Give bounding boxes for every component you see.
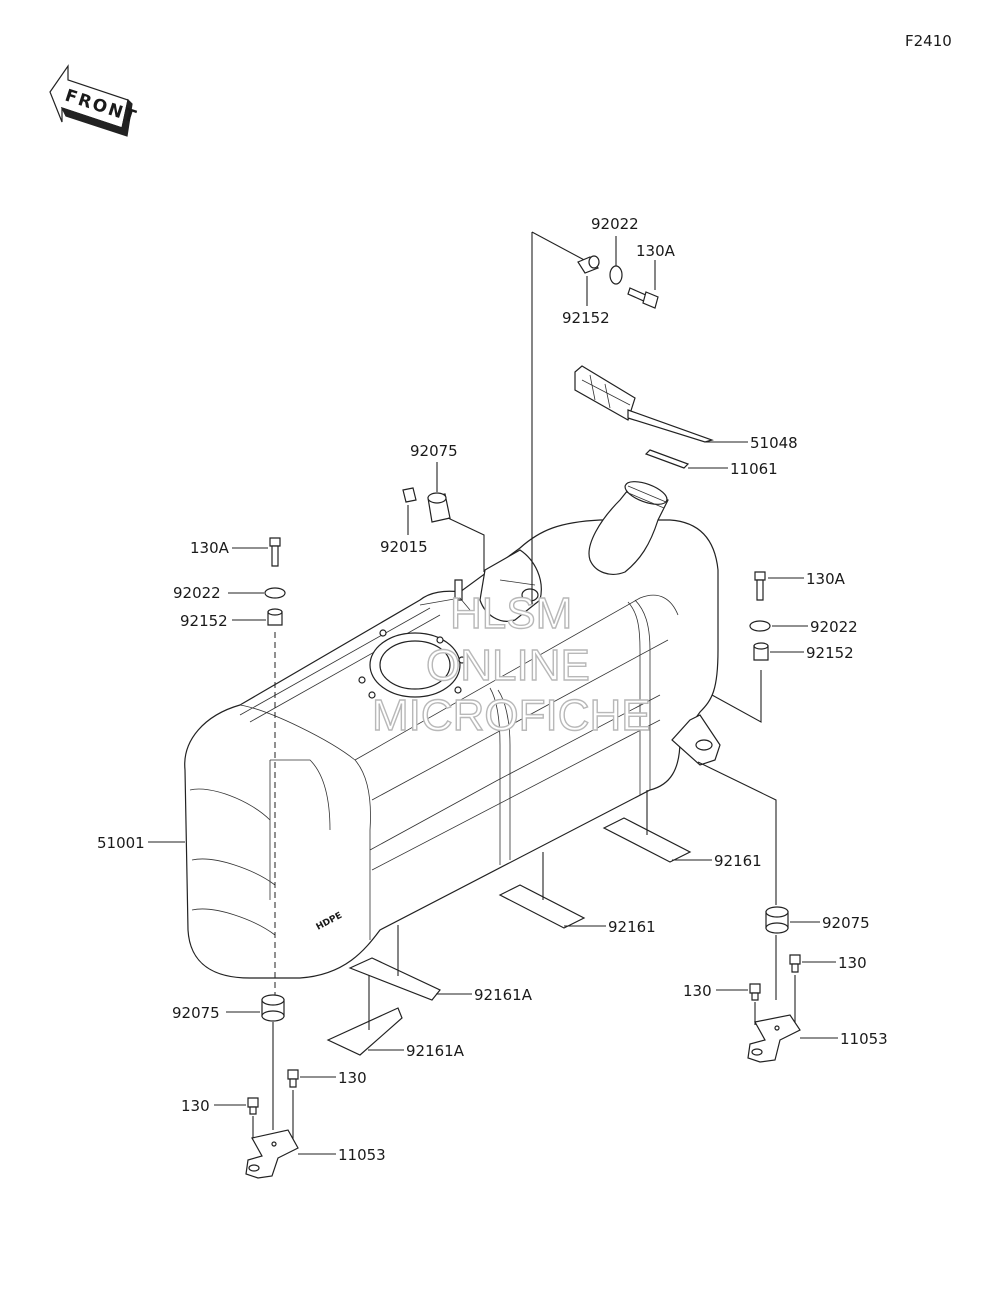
damper-92075-top: [427, 492, 451, 523]
pad-92161A-upper: [348, 957, 441, 1001]
watermark: HLSM ONLINE MICROFICHE: [371, 588, 651, 740]
bolt-130A-top: [627, 287, 659, 309]
bolt-130-right-b: [749, 983, 761, 1001]
label-92161-right: 92161: [714, 852, 762, 870]
label-92075-left: 92075: [172, 1004, 220, 1022]
washer-92022-left: [264, 587, 286, 599]
label-130A-top: 130A: [636, 242, 676, 260]
label-11061: 11061: [730, 460, 778, 478]
gasket-11061: [644, 449, 690, 469]
label-130-left-b: 130: [181, 1097, 210, 1115]
label-51001: 51001: [97, 834, 145, 852]
watermark-line-1: HLSM: [450, 589, 572, 638]
bolt-130-left-b: [247, 1097, 259, 1115]
washer-92022-top: [609, 265, 623, 285]
label-130-right-b: 130: [683, 982, 712, 1000]
gauge-cover-51048: [574, 365, 714, 443]
label-92022-left: 92022: [173, 584, 221, 602]
fuel-tank: HDPE: [184, 481, 721, 979]
front-arrow-icon: FRONT: [49, 64, 140, 137]
label-130A-left: 130A: [190, 539, 230, 557]
label-92075-top: 92075: [410, 442, 458, 460]
label-11053-left: 11053: [338, 1146, 386, 1164]
label-92161-mid: 92161: [608, 918, 656, 936]
nut-92015: [402, 487, 417, 503]
bracket-11053-right: [747, 1014, 801, 1063]
label-92152-left: 92152: [180, 612, 228, 630]
collar-92152-left: [267, 608, 283, 626]
label-11053-right: 11053: [840, 1030, 888, 1048]
collar-92152-top: [577, 255, 600, 274]
bolt-130-left-a: [287, 1069, 299, 1088]
label-92161A-lower: 92161A: [406, 1042, 465, 1060]
watermark-line-2: ONLINE: [426, 641, 590, 690]
label-92161A-upper: 92161A: [474, 986, 533, 1004]
label-130-left-a: 130: [338, 1069, 367, 1087]
leader-top-bracket: [531, 231, 589, 604]
bolt-130A-right: [754, 571, 766, 601]
label-92152-top: 92152: [562, 309, 610, 327]
label-92022-top: 92022: [591, 215, 639, 233]
label-92022-right: 92022: [810, 618, 858, 636]
washer-92022-right: [749, 620, 771, 632]
bolt-130-right-a: [789, 954, 801, 973]
figure-ref-code: F2410: [905, 32, 952, 50]
bolt-130A-left: [269, 537, 281, 567]
label-130A-right: 130A: [806, 570, 846, 588]
pad-92161A-lower: [326, 1007, 403, 1056]
label-92152-right: 92152: [806, 644, 854, 662]
bracket-11053-left: [245, 1129, 299, 1179]
label-92015: 92015: [380, 538, 428, 556]
collar-92152-right: [753, 642, 769, 661]
pad-92161-mid: [498, 884, 586, 929]
label-92075-right: 92075: [822, 914, 870, 932]
damper-92075-left: [261, 994, 285, 1022]
label-51048: 51048: [750, 434, 798, 452]
leader-right-mount: [711, 670, 762, 723]
damper-92075-right: [765, 906, 789, 934]
pad-92161-right: [602, 817, 692, 863]
watermark-line-3: MICROFICHE: [372, 691, 651, 740]
label-130-right-a: 130: [838, 954, 867, 972]
